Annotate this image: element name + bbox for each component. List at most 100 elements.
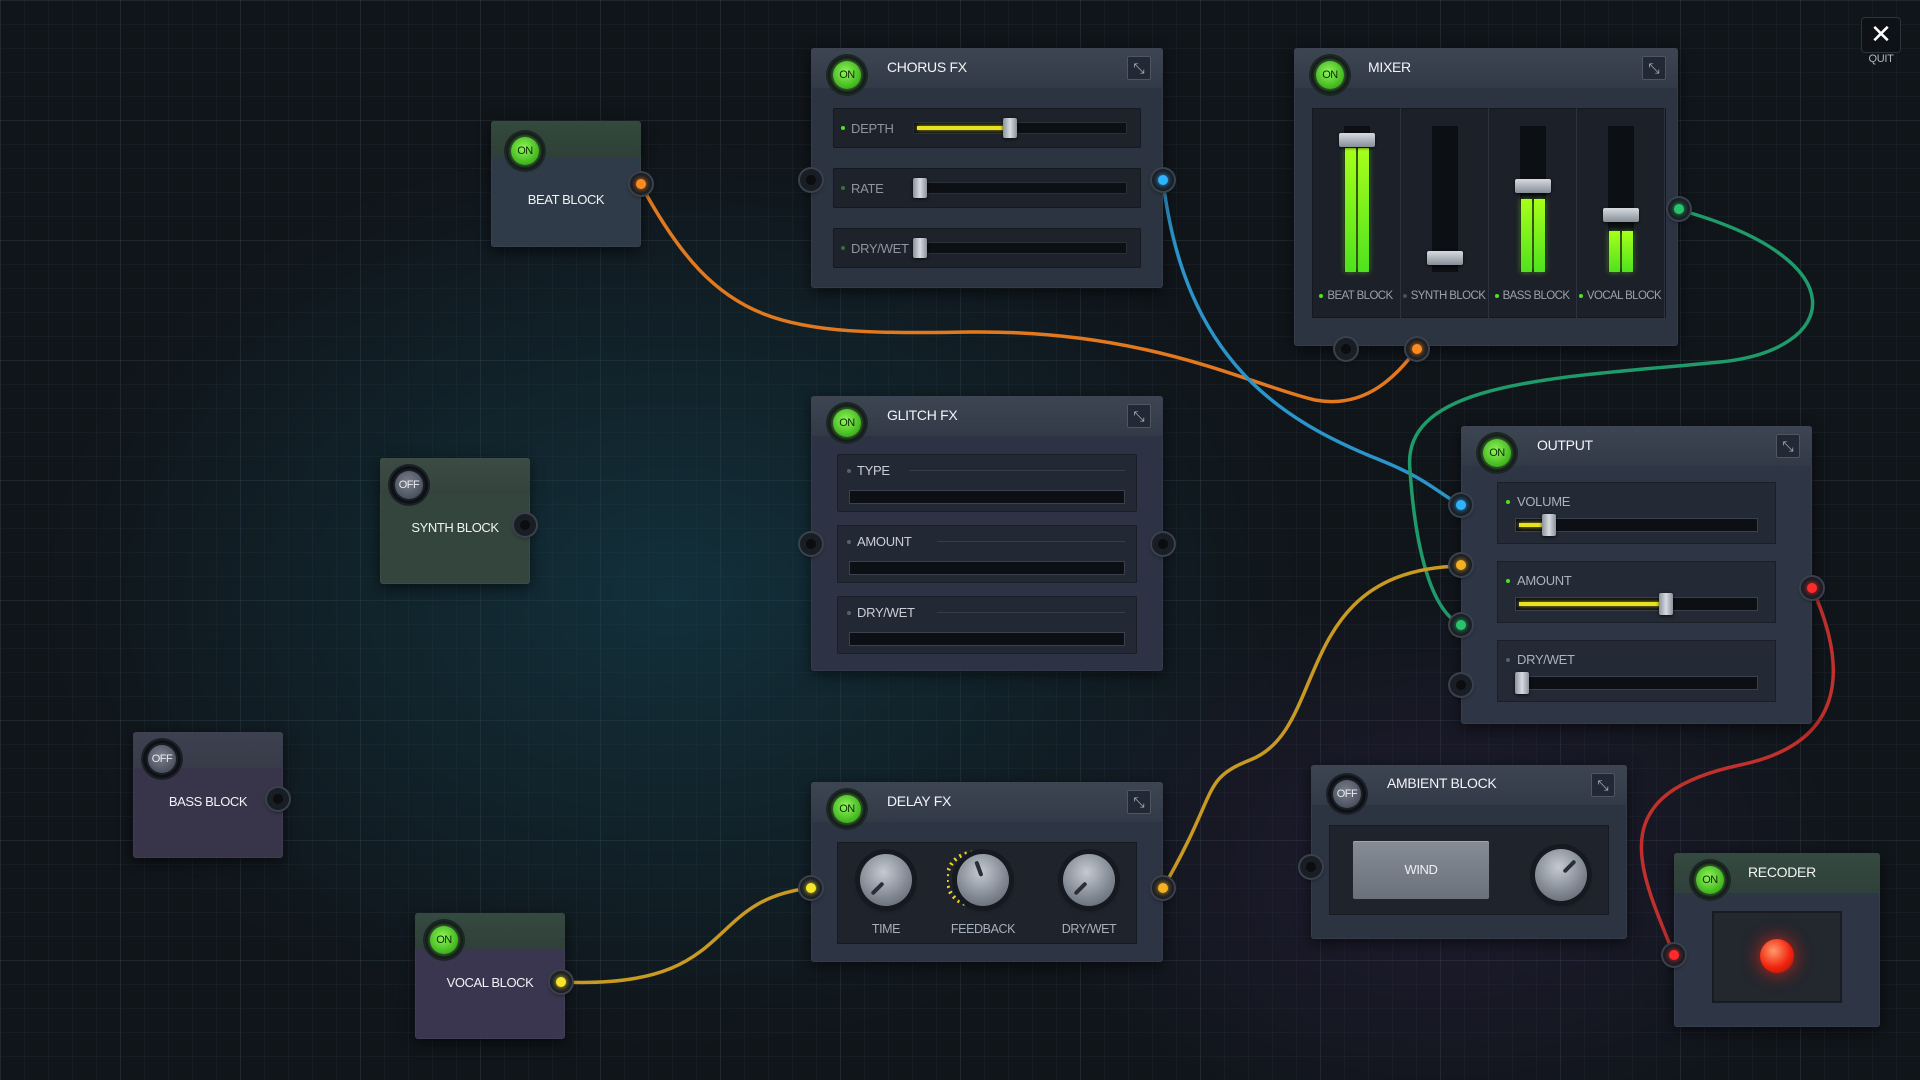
delay-fx-panel: ON DELAY FX ⤡ TIME FEEDBACK DRY/WET xyxy=(800,782,1174,962)
recorder-input-port[interactable] xyxy=(1663,944,1685,966)
glitch-type-param[interactable]: TYPE xyxy=(837,454,1137,512)
mixer-input-port-1[interactable] xyxy=(1335,338,1357,360)
channel-meter xyxy=(1344,126,1370,272)
wire-beat-to-mixer[interactable] xyxy=(639,184,1420,404)
collapse-icon[interactable]: ⤡ xyxy=(1642,56,1666,80)
beat-block[interactable]: ON BEAT BLOCK xyxy=(491,121,652,247)
wire-output-to-recorder[interactable] xyxy=(1639,587,1836,956)
glitch-drywet-param[interactable]: DRY/WET xyxy=(837,596,1137,654)
slider-thumb[interactable] xyxy=(913,178,927,198)
channel-fader[interactable] xyxy=(1427,251,1463,265)
mixer-output-port[interactable] xyxy=(1668,198,1690,220)
delay-time-label: TIME xyxy=(871,922,901,936)
channel-fader[interactable] xyxy=(1339,133,1375,147)
delay-fx-output-port[interactable] xyxy=(1152,877,1174,899)
channel-label: BEAT BLOCK xyxy=(1312,290,1400,302)
slider-thumb[interactable] xyxy=(1515,672,1529,694)
delay-drywet-label: DRY/WET xyxy=(1061,922,1117,936)
output-input-port-4[interactable] xyxy=(1450,674,1472,696)
ambient-power-toggle[interactable]: OFF xyxy=(1328,775,1366,813)
chorus-fx-output-port[interactable] xyxy=(1152,169,1174,191)
glitch-fx-power-toggle[interactable]: ON xyxy=(828,404,866,442)
glitch-fx-output-port[interactable] xyxy=(1152,533,1174,555)
wire-mixer-to-output[interactable] xyxy=(1407,208,1815,627)
synth-block-output-port[interactable] xyxy=(514,514,536,536)
output-volume-slider[interactable]: VOLUME xyxy=(1497,482,1776,544)
record-button[interactable] xyxy=(1712,911,1842,1003)
close-icon: ✕ xyxy=(1870,19,1892,49)
quit-button[interactable]: ✕ xyxy=(1862,18,1900,52)
vocal-block-output-port[interactable] xyxy=(550,971,572,993)
output-power-toggle[interactable]: ON xyxy=(1478,434,1516,472)
wind-button[interactable]: WIND xyxy=(1353,841,1489,899)
level-meter-bar xyxy=(1358,148,1369,272)
delay-drywet-knob[interactable] xyxy=(1063,854,1115,906)
collapse-icon[interactable]: ⤡ xyxy=(1776,434,1800,458)
delay-fx-power-toggle[interactable]: ON xyxy=(828,790,866,828)
output-amount-slider[interactable]: AMOUNT xyxy=(1497,561,1776,623)
collapse-icon[interactable]: ⤡ xyxy=(1127,56,1151,80)
vocal-block-label: VOCAL BLOCK xyxy=(446,975,534,990)
output-drywet-slider[interactable]: DRY/WET xyxy=(1497,640,1776,702)
level-meter-bar xyxy=(1609,231,1620,272)
output-title: OUTPUT xyxy=(1537,437,1593,453)
slider-thumb[interactable] xyxy=(1659,593,1673,615)
channel-fader[interactable] xyxy=(1603,208,1639,222)
slider-thumb[interactable] xyxy=(1003,118,1017,138)
level-meter-bar xyxy=(1622,231,1633,272)
bass-block-output-port[interactable] xyxy=(267,788,289,810)
chorus-fx-title: CHORUS FX xyxy=(887,59,967,75)
mixer-channel: SYNTH BLOCK xyxy=(1400,108,1489,318)
channel-meter xyxy=(1520,126,1546,272)
ambient-block-panel: OFF AMBIENT BLOCK ⤡ WIND xyxy=(1300,765,1627,939)
output-output-port[interactable] xyxy=(1801,577,1823,599)
channel-meter xyxy=(1608,126,1634,272)
mixer-power-toggle[interactable]: ON xyxy=(1311,56,1349,94)
mixer-channel: BASS BLOCK xyxy=(1488,108,1577,318)
ambient-input-port[interactable] xyxy=(1300,856,1322,878)
bass-block[interactable]: OFF BASS BLOCK xyxy=(133,732,289,858)
chorus-fx-panel: ON CHORUS FX ⤡ DEPTH RATE DRY/WET xyxy=(800,48,1174,288)
beat-block-power-toggle[interactable]: ON xyxy=(506,132,544,170)
chorus-depth-slider[interactable]: DEPTH xyxy=(833,108,1141,148)
chorus-fx-input-port[interactable] xyxy=(800,169,822,191)
collapse-icon[interactable]: ⤡ xyxy=(1591,773,1615,797)
chorus-rate-slider[interactable]: RATE xyxy=(833,168,1141,208)
wire-vocal-to-delay[interactable] xyxy=(560,886,812,985)
beat-block-output-port[interactable] xyxy=(630,173,652,195)
ambient-knob[interactable] xyxy=(1535,849,1587,901)
recorder-title: RECODER xyxy=(1748,864,1816,880)
delay-time-knob[interactable] xyxy=(860,854,912,906)
channel-label: BASS BLOCK xyxy=(1488,290,1576,302)
channel-label: VOCAL BLOCK xyxy=(1576,290,1664,302)
recorder-power-toggle[interactable]: ON xyxy=(1691,861,1729,899)
vocal-block-power-toggle[interactable]: ON xyxy=(425,921,463,959)
channel-fader[interactable] xyxy=(1515,179,1551,193)
collapse-icon[interactable]: ⤡ xyxy=(1127,404,1151,428)
wire-delay-to-output[interactable] xyxy=(1161,564,1462,889)
glitch-amount-param[interactable]: AMOUNT xyxy=(837,525,1137,583)
vocal-block[interactable]: ON VOCAL BLOCK xyxy=(415,913,572,1039)
synth-block-power-toggle[interactable]: OFF xyxy=(390,466,428,504)
slider-thumb[interactable] xyxy=(913,238,927,258)
delay-fx-title: DELAY FX xyxy=(887,793,951,809)
recorder-panel: ON RECODER xyxy=(1663,853,1880,1027)
delay-feedback-knob[interactable] xyxy=(957,854,1009,906)
glitch-fx-input-port[interactable] xyxy=(800,533,822,555)
output-input-port-1[interactable] xyxy=(1450,494,1472,516)
chorus-fx-power-toggle[interactable]: ON xyxy=(828,56,866,94)
collapse-icon[interactable]: ⤡ xyxy=(1127,790,1151,814)
synth-block[interactable]: OFF SYNTH BLOCK xyxy=(380,458,536,584)
slider-thumb[interactable] xyxy=(1542,514,1556,536)
mixer-channel: VOCAL BLOCK xyxy=(1576,108,1665,318)
beat-block-label: BEAT BLOCK xyxy=(527,192,605,207)
mixer-input-port-2[interactable] xyxy=(1406,338,1428,360)
output-input-port-3[interactable] xyxy=(1450,614,1472,636)
chorus-drywet-slider[interactable]: DRY/WET xyxy=(833,228,1141,268)
delay-fx-input-port[interactable] xyxy=(800,877,822,899)
bass-block-power-toggle[interactable]: OFF xyxy=(143,740,181,778)
wire-chorus-to-output[interactable] xyxy=(1161,180,1462,507)
level-meter-bar xyxy=(1534,199,1545,272)
output-input-port-2[interactable] xyxy=(1450,554,1472,576)
